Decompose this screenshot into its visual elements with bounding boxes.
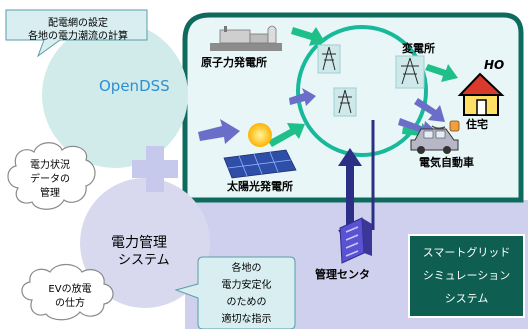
cloud-ev-line2: の仕方 [55, 298, 85, 309]
grid-ems-double-arrow [338, 148, 362, 248]
label-substation: 変電所 [402, 42, 435, 55]
label-nuclear-plant: 原子力発電所 [201, 56, 267, 69]
cloud-status-line2: データの [30, 174, 70, 185]
opendss-callout-line2: 各地の電力潮流の計算 [28, 31, 128, 42]
ems-callout-line4: 適切な指示 [221, 314, 272, 325]
label-ev: 電気自動車 [419, 156, 474, 169]
label-house: 住宅 [466, 118, 488, 131]
cloud-ev [21, 263, 114, 321]
opendss-callout [5, 9, 148, 58]
arrow-nuclear-to-ring [291, 27, 325, 46]
solar-plant-icon [223, 123, 297, 179]
plus-icon [132, 146, 178, 192]
opendss-label: OpenDSS [99, 77, 170, 95]
control-center-icon [339, 217, 372, 264]
cloud-status-line1: 電力状況 [30, 160, 70, 171]
arrow-opendss-to-grid-1 [289, 88, 316, 106]
sim-box-line2: シミュレーション [422, 269, 511, 282]
sim-box-line1: スマートグリッド [422, 246, 511, 259]
arrow-house-link [414, 98, 445, 122]
ev-car-icon [410, 128, 459, 154]
house-badge: HO [484, 58, 505, 72]
opendss-circle [42, 22, 188, 168]
ems-label-line1: 電力管理 [111, 235, 167, 251]
sim-system-box [408, 234, 525, 318]
ems-callout-line2: 電力安定化 [221, 280, 272, 291]
nuclear-plant-icon [210, 25, 282, 51]
opendss-callout-line1: 配電網の設定 [48, 18, 108, 29]
arrow-ring-to-house [425, 64, 458, 82]
pylon-icon [317, 44, 341, 74]
cloud-status-line3: 管理 [40, 188, 60, 199]
ems-circle [80, 178, 210, 308]
label-control-center: 管理センタ [315, 268, 370, 281]
ems-label-line2: システム [118, 253, 170, 268]
substation-icon [395, 55, 425, 89]
arrow-opendss-to-grid-2 [198, 119, 240, 144]
house-icon [457, 72, 505, 116]
label-solar-plant: 太陽光発電所 [227, 180, 293, 193]
pylon-icon-2 [333, 87, 357, 117]
distribution-ring [296, 25, 428, 157]
ev-charger-icon [431, 120, 460, 132]
ems-callout-line1: 各地の [231, 263, 262, 274]
ems-callout-line3: のための [226, 297, 267, 308]
arrow-solar-to-ring [268, 123, 305, 147]
cloud-ev-line1: EVの放電 [48, 284, 92, 295]
sim-box-line3: システム [444, 292, 489, 305]
cloud-status [7, 142, 96, 210]
ems-callout [174, 256, 296, 329]
